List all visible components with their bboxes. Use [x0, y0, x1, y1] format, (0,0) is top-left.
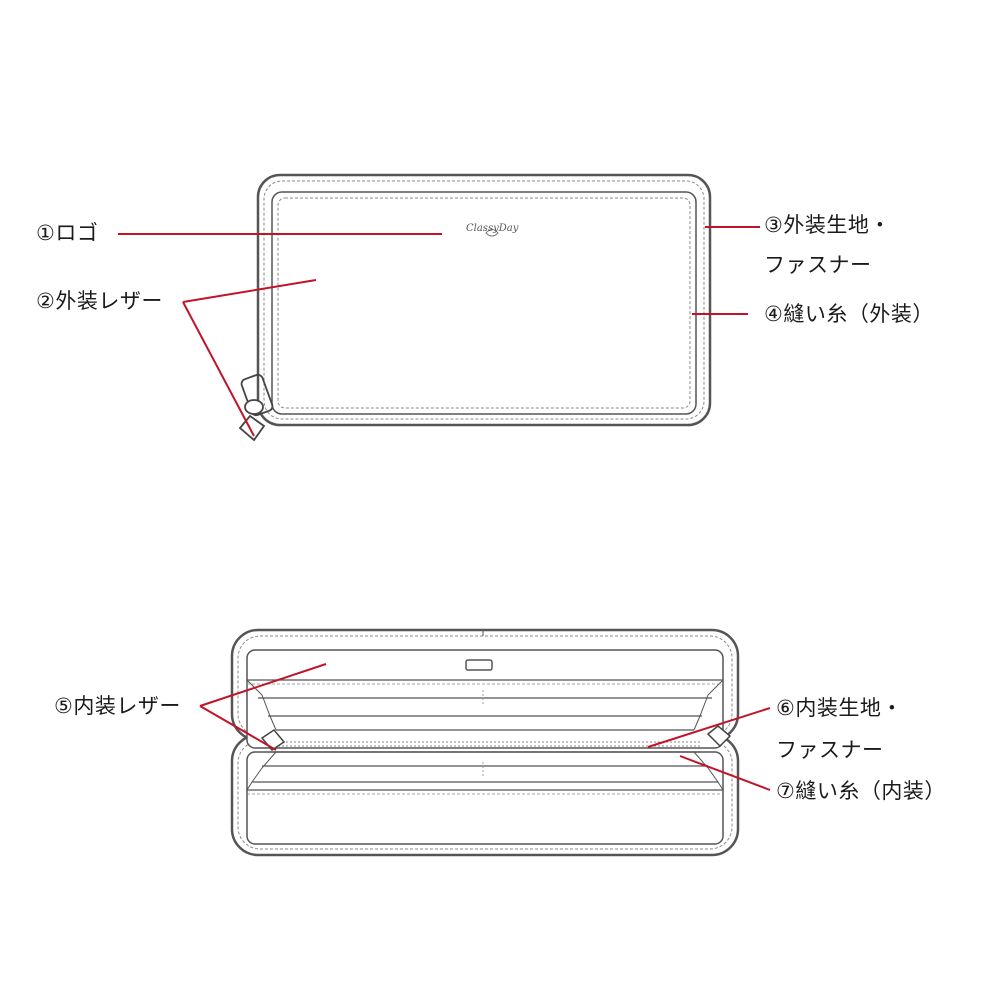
label-outer-thread: ④縫い糸（外装）	[764, 302, 934, 326]
leader-lines	[118, 226, 771, 791]
leader-inner-leather-a	[199, 663, 327, 707]
label-inner-fabric-line1: ⑥内装生地・	[776, 696, 903, 720]
label-outer-fabric-line2: ファスナー	[764, 253, 872, 277]
leader-outer-leather-a	[182, 279, 317, 303]
label-outer-leather: ②外装レザー	[36, 289, 163, 313]
card-tab	[465, 659, 493, 671]
logo-mark: ClassyDay	[466, 223, 519, 237]
leader-inner-thread	[679, 755, 771, 791]
open-wallet	[230, 628, 740, 857]
zipper-pull-inner-right	[706, 725, 732, 748]
leader-inner-fabric	[647, 707, 771, 748]
leader-outer-leather-b	[182, 301, 255, 437]
closed-wallet	[256, 173, 712, 427]
label-inner-leather: ⑤内装レザー	[54, 694, 181, 718]
label-outer-fabric-line1: ③外装生地・	[764, 213, 891, 237]
label-inner-thread: ⑦縫い糸（内装）	[776, 779, 946, 803]
label-logo: ①ロゴ	[36, 221, 99, 245]
leader-inner-leather-b	[199, 705, 277, 751]
logo-text: ClassyDay	[466, 223, 519, 234]
label-inner-fabric-line2: ファスナー	[776, 738, 884, 762]
